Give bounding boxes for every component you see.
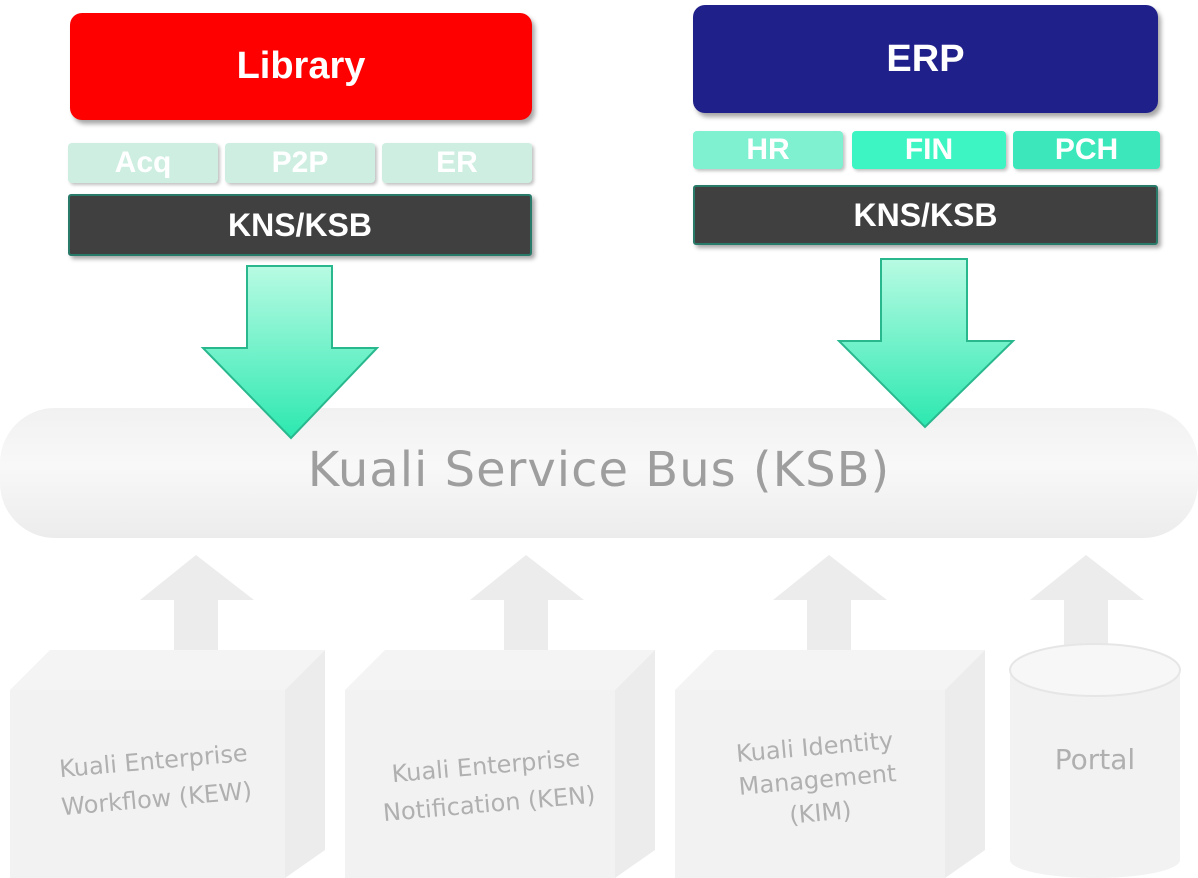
ken-label: Kuali Enterprise Notification (KEN): [350, 709, 625, 862]
erp-header: ERP: [693, 5, 1158, 113]
erp-module-pch: PCH: [1013, 131, 1160, 169]
kim-box: [675, 650, 985, 878]
upward-arrows: [140, 555, 1144, 660]
erp-module-hr: HR: [693, 131, 843, 169]
library-kns-ksb: KNS/KSB: [68, 194, 532, 256]
portal-cylinder: [1009, 643, 1181, 878]
up-arrow-icon: [470, 555, 584, 660]
kew-label: Kuali Enterprise Workflow (KEW): [15, 703, 295, 856]
kew-box: [10, 650, 325, 878]
library-module-er: ER: [382, 143, 532, 183]
erp-kns-ksb: KNS/KSB: [693, 185, 1158, 245]
kim-label-line: (KIM): [788, 795, 853, 830]
up-arrow-icon: [773, 555, 887, 660]
library-module-acq: Acq: [68, 143, 218, 183]
portal-label: Portal: [1010, 700, 1180, 820]
service-bus-pipe: [0, 408, 1198, 538]
up-arrow-icon: [1030, 555, 1144, 660]
kim-label: Kuali Identity Management (KIM): [679, 699, 955, 862]
up-arrow-icon: [140, 555, 254, 660]
erp-down-arrow-icon: [836, 258, 1016, 429]
library-module-p2p: P2P: [225, 143, 375, 183]
portal-label-line: Portal: [1054, 743, 1136, 776]
ken-box: [345, 650, 655, 878]
service-bus-label: Kuali Service Bus (KSB): [307, 442, 891, 498]
library-header: Library: [70, 13, 532, 120]
component-boxes: [10, 643, 1181, 878]
erp-module-fin: FIN: [852, 131, 1006, 169]
library-down-arrow-icon: [200, 265, 380, 440]
